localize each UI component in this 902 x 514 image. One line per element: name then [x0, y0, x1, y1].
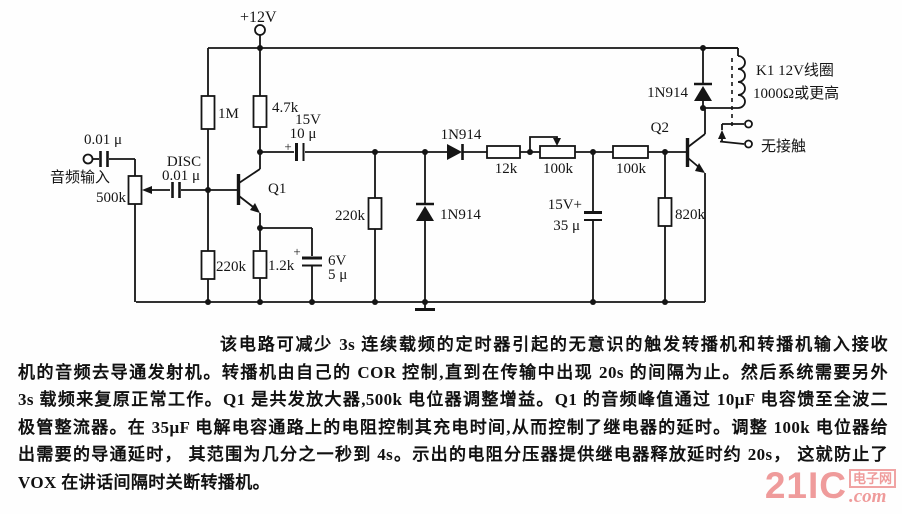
relay-coil-label: K1 12V线圈 [756, 62, 834, 79]
watermark-domain: .com [848, 486, 887, 507]
pot-500k-label: 500k [96, 190, 127, 206]
resistor-1k2 [252, 228, 268, 302]
level-pot-500k [127, 175, 170, 302]
q2-label: Q2 [651, 120, 669, 136]
description-line: 机的音频去导通发射机。转播机由自己的 COR 控制,直到在传输中出现 20s 的… [18, 362, 888, 382]
diode-series-1n914 [447, 144, 487, 160]
audio-input-jack [82, 151, 136, 176]
resistor-1m-label: 1M [218, 106, 239, 122]
diode-series-label: 1N914 [441, 127, 482, 143]
transistor-q2 [685, 108, 706, 302]
watermark-21ic-logo: 21IC 电子网 .com [764, 465, 896, 507]
timing-cap-35u [584, 152, 602, 302]
delay-pot-100k [529, 136, 613, 159]
relay-resistance-label: 1000Ω或更高 [753, 85, 839, 102]
audio-input-label: 音频输入 [50, 169, 110, 186]
cap5u-volt-label: 6V [328, 253, 347, 269]
resistor-4k7 [252, 48, 268, 152]
watermark-suffix: 电子网 [848, 469, 896, 488]
cap5u-plus: + [293, 244, 300, 259]
diode-shunt-1n914 [416, 152, 434, 302]
description-line: VOX 在讲话间隔时关断转播机。 [18, 472, 271, 492]
pot-100k-label: 100k [543, 161, 574, 177]
disc-cap-label: 0.01 μ [162, 168, 200, 184]
resistor-100k-base-label: 100k [616, 161, 647, 177]
description-line: 出需要的导通延时， 其范围为几分之一秒到 4s。示出的电阻分压器提供继电器释放延… [18, 445, 888, 464]
diode-flyback-1n914 [694, 48, 712, 108]
circuit-schematic: +12V 0.01 μ 音频输入 500k DISC 0.01 μ 1M 4.7… [50, 9, 839, 311]
cap10u-plus: + [284, 139, 291, 154]
input-cap-label: 0.01 μ [84, 132, 122, 148]
bypass-cap-5u [260, 227, 322, 302]
description-line: 极管整流器。在 35μF 电解电容通路上的电阻控制其充电时间,从而控制了继电器的… [18, 417, 888, 437]
resistor-220k-load [367, 152, 383, 302]
description-line: 3s 载频来复原正常工作。Q1 是共发放大器,500k 电位器调整增益。Q1 的… [18, 390, 888, 409]
resistor-820k [657, 152, 673, 302]
circuit-description: 该电路可减少 3s 连续载频的定时器引起的无意识的触发转播机和转播机输入接收 机… [18, 331, 888, 496]
resistor-1k2-label: 1.2k [268, 258, 295, 274]
supply-label: +12V [240, 9, 277, 26]
resistor-100k-base [612, 145, 687, 159]
resistor-820k-label: 820k [675, 207, 706, 223]
cap10u-volt-label: 15V [295, 112, 321, 128]
transistor-q1 [236, 152, 261, 228]
resistor-12k-label: 12k [495, 161, 518, 177]
diode-flyback-label: 1N914 [647, 85, 688, 101]
relay-coil-k1 [703, 47, 746, 130]
q1-label: Q1 [268, 181, 286, 197]
resistor-1m [200, 48, 216, 190]
cap35u-volt-label: 15V+ [548, 197, 582, 213]
disc-label: DISC [167, 154, 201, 170]
resistor-220k-base [200, 190, 216, 302]
cap35u-label: 35 μ [553, 218, 580, 234]
cap10u-label: 10 μ [290, 126, 317, 142]
resistor-220k-load-label: 220k [335, 208, 366, 224]
supply-terminal [254, 24, 266, 36]
power-rail [208, 24, 738, 49]
watermark-brand: 21IC [764, 465, 847, 506]
relay-contacts [718, 119, 753, 149]
relay-contact-label: 无接触 [761, 138, 806, 155]
description-line: 该电路可减少 3s 连续载频的定时器引起的无意识的触发转播机和转播机输入接收 [220, 335, 888, 354]
cap5u-label: 5 μ [328, 267, 347, 283]
diode-shunt-label: 1N914 [440, 207, 481, 223]
junction-dots [205, 45, 706, 305]
resistor-220k-base-label: 220k [216, 259, 247, 275]
resistor-4k7-label: 4.7k [272, 100, 299, 116]
